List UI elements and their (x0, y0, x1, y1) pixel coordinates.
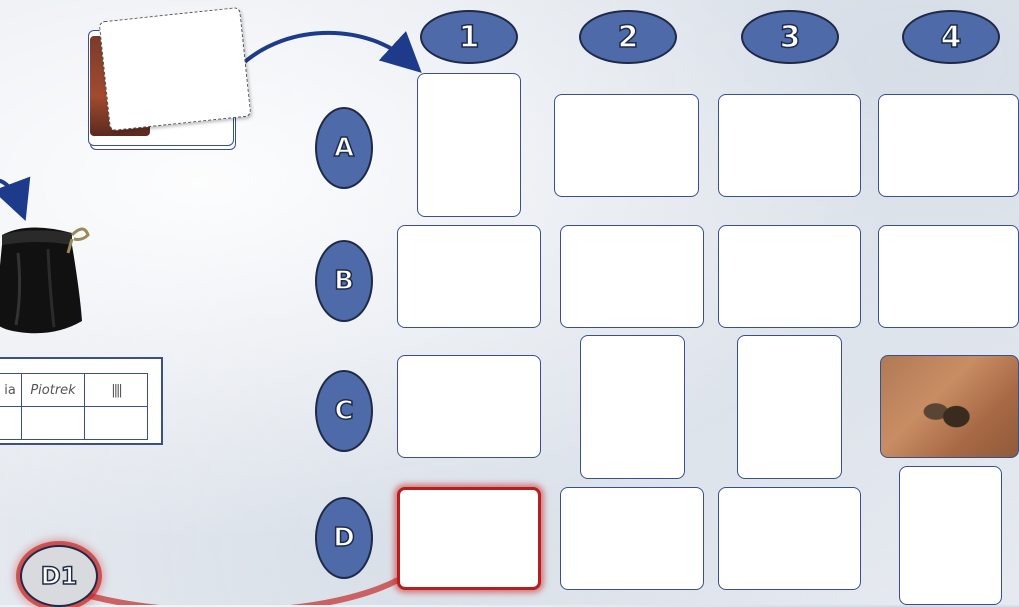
card-D3[interactable] (718, 487, 861, 590)
card-B1[interactable] (397, 225, 541, 328)
scoresheet-cell[interactable] (0, 407, 22, 440)
deck-to-grid-arrow (240, 33, 410, 66)
card-C3[interactable] (737, 335, 842, 479)
card-C1[interactable] (397, 355, 541, 458)
card-B3[interactable] (718, 225, 861, 328)
row-C-label: C (315, 370, 373, 452)
card-B2[interactable] (560, 225, 704, 328)
card-A1[interactable] (417, 73, 521, 217)
column-4-label: 4 (902, 10, 1000, 64)
column-2-label: 2 (579, 10, 677, 64)
scoresheet-tally: |||| (85, 374, 148, 407)
bag-arrow (0, 180, 20, 206)
scoresheet-cell[interactable] (85, 407, 148, 440)
card-A2[interactable] (554, 94, 699, 197)
card-A3[interactable] (718, 94, 861, 197)
row-A-label: A (315, 107, 373, 189)
row-D-label: D (315, 497, 373, 579)
scoresheet-player-prev: ia (0, 374, 22, 407)
card-A4[interactable] (878, 94, 1019, 197)
card-D1-highlighted[interactable] (397, 487, 541, 590)
scoresheet-cell[interactable] (22, 407, 85, 440)
d1-token[interactable]: D1 (20, 545, 98, 607)
card-deck-icon[interactable] (86, 8, 251, 148)
scoresheet-empty-row (0, 407, 148, 440)
column-1-label: 1 (420, 10, 518, 64)
column-3-label: 3 (741, 10, 839, 64)
row-B-label: B (315, 240, 373, 322)
scoresheet: ia Piotrek |||| (0, 357, 163, 445)
card-C2[interactable] (580, 335, 685, 479)
card-B4[interactable] (878, 225, 1019, 328)
card-D2[interactable] (560, 487, 704, 590)
token-connector (70, 580, 398, 605)
scoresheet-table: ia Piotrek |||| (0, 373, 148, 440)
card-C4-rat-photo[interactable] (880, 355, 1019, 458)
black-bag-icon[interactable] (0, 213, 100, 339)
card-D4[interactable] (899, 466, 1002, 605)
scoresheet-player-name: Piotrek (22, 374, 85, 407)
scoresheet-header-row: ia Piotrek |||| (0, 374, 148, 407)
